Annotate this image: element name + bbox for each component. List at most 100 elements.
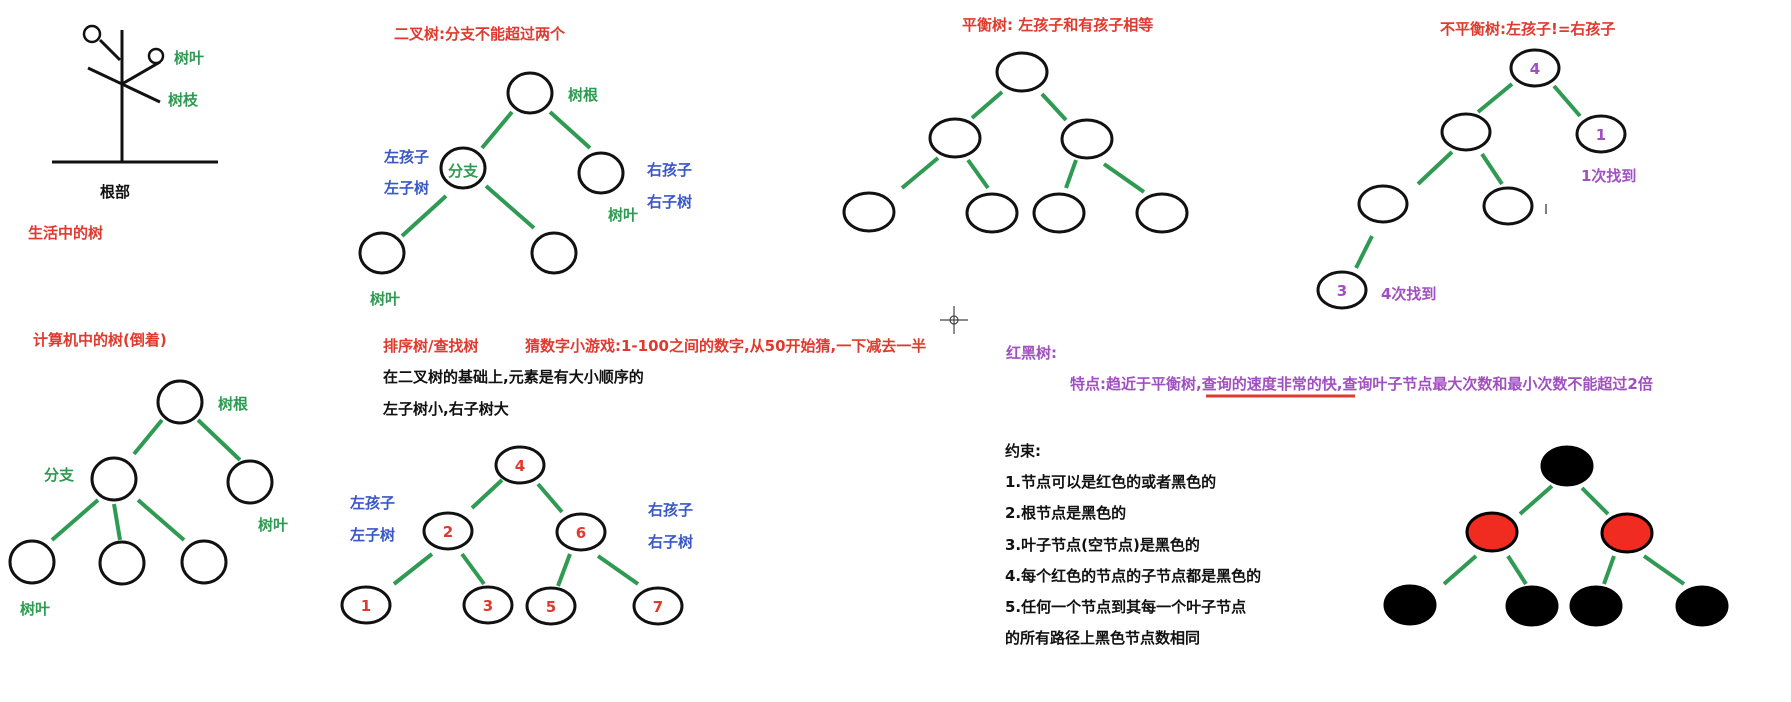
- binary-left-node: [439, 146, 487, 190]
- balanced-leaf-node: [1135, 192, 1189, 234]
- crosshair-cursor-icon: [940, 306, 968, 334]
- balanced-tree-title: 平衡树: 左孩子和有孩子相等: [962, 16, 1153, 34]
- binary-leaf-node: [530, 231, 578, 275]
- rb-black-leaf-node: [1569, 585, 1623, 627]
- unbalanced-edge: [1416, 150, 1454, 186]
- unbalanced-edge: [1552, 84, 1582, 118]
- balanced-edge: [970, 90, 1004, 120]
- sorted-right-subtree-label: 右子树: [648, 533, 693, 551]
- balanced-leaf-node: [1032, 192, 1086, 234]
- unbalanced-leaf-value: 3: [1337, 282, 1347, 300]
- life-tree-leaf-left: [82, 24, 102, 44]
- balanced-node: [1060, 118, 1114, 160]
- balanced-edge: [1064, 159, 1078, 189]
- binary-left-subtree-label: 左子树: [383, 179, 429, 197]
- unbalanced-node: [1482, 186, 1534, 226]
- binary-root-node: [506, 71, 554, 115]
- sorted-tree: 排序树/查找树 猜数字小游戏:1-100之间的数字,从50开始猜,一下减去一半 …: [340, 337, 926, 626]
- binary-right-subtree-label: 右子树: [647, 193, 692, 211]
- sorted-node-value: 3: [483, 597, 493, 615]
- balanced-edge: [966, 158, 990, 190]
- binary-leaf-right-label: 树叶: [608, 206, 638, 224]
- computer-tree: 计算机中的树(倒着) 树根 分支 树叶 树叶: [8, 331, 288, 618]
- unbalanced-deep-leaf-node: [1316, 270, 1368, 310]
- sorted-tree-title: 排序树/查找树: [383, 337, 478, 355]
- sorted-node: [555, 512, 607, 552]
- balanced-edge: [1040, 92, 1068, 122]
- feature-highlight: 查询的速度非常的快: [1202, 375, 1338, 393]
- binary-left-child-label: 左孩子: [383, 148, 429, 166]
- binary-leaf-left-label: 树叶: [370, 290, 400, 308]
- balanced-leaf-node: [842, 191, 896, 233]
- red-black-feature-line: 特点:趋近于平衡树,查询的速度非常的快,查询叶子节点最大次数和最小次数不能超过2…: [1070, 375, 1653, 393]
- sorted-node-value: 2: [443, 523, 453, 541]
- constraint-rule: 3.叶子节点(空节点)是黑色的: [1005, 536, 1200, 554]
- computer-edge: [50, 498, 100, 542]
- red-black-tree: 红黑树: 特点:趋近于平衡树,查询的速度非常的快,查询叶子节点最大次数和最小次数…: [1005, 344, 1729, 647]
- sorted-left-child-label: 左孩子: [349, 494, 395, 512]
- binary-edge: [484, 184, 536, 230]
- unbalanced-edge: [1480, 152, 1504, 186]
- binary-branch-label: 分支: [448, 162, 479, 180]
- unbalanced-edge: [1476, 82, 1514, 114]
- constraints-title: 约束:: [1005, 442, 1041, 460]
- binary-right-child-label: 右孩子: [647, 161, 692, 179]
- balanced-node: [928, 117, 982, 159]
- sorted-edge: [392, 552, 434, 586]
- rb-edge: [1602, 555, 1616, 585]
- rb-red-node: [1465, 511, 1519, 553]
- unbalanced-root-value: 4: [1530, 60, 1540, 78]
- rb-root-black-node: [1540, 445, 1594, 487]
- sorted-left-subtree-label: 左子树: [349, 526, 395, 544]
- feature-suffix: ,查询叶子节点最大次数和最小次数不能超过2倍: [1337, 375, 1653, 393]
- life-tree-twig: [121, 60, 161, 86]
- computer-leaf-node: [180, 539, 228, 585]
- life-tree: 树叶 树枝 根部 生活中的树: [28, 24, 218, 242]
- computer-edge: [196, 418, 242, 462]
- rb-edge: [1642, 554, 1686, 586]
- life-tree-leaf-stem-left: [98, 38, 122, 62]
- sorted-edge: [470, 478, 504, 510]
- constraint-rule: 的所有路径上黑色节点数相同: [1005, 629, 1200, 647]
- computer-right-node: [226, 459, 274, 505]
- unbalanced-right-value: 1: [1596, 126, 1606, 144]
- rb-black-leaf-node: [1383, 584, 1437, 626]
- constraint-rule: 5.任何一个节点到其每一个叶子节点: [1005, 598, 1246, 616]
- balanced-edge: [1102, 162, 1146, 194]
- computer-branch-node: [90, 456, 138, 502]
- unbalanced-node: [1440, 112, 1492, 152]
- unbalanced-tree-title: 不平衡树:左孩子!=右孩子: [1440, 20, 1615, 38]
- unbalanced-leaf-note: 4次找到: [1381, 285, 1436, 303]
- sorted-edge: [596, 554, 640, 586]
- sorted-desc-line2: 左子树小,右子树大: [382, 400, 509, 418]
- rb-black-leaf-node: [1505, 585, 1559, 627]
- binary-edge: [548, 110, 592, 150]
- rb-black-leaf-node: [1675, 585, 1729, 627]
- computer-root-node: [156, 379, 204, 425]
- computer-leaf-node: [8, 539, 56, 585]
- binary-root-label: 树根: [568, 86, 598, 104]
- unbalanced-tree: 不平衡树:左孩子!=右孩子 4 1 3 1次找到 4次找到: [1316, 20, 1636, 310]
- balanced-tree: 平衡树: 左孩子和有孩子相等: [842, 16, 1189, 234]
- rb-red-node: [1600, 512, 1654, 554]
- sorted-leaf-node: [632, 586, 684, 626]
- rb-edge: [1518, 484, 1554, 516]
- unbalanced-edge: [1354, 235, 1374, 269]
- feature-prefix: 特点:趋近于平衡树,: [1070, 375, 1202, 393]
- sorted-leaf-node: [340, 585, 392, 625]
- sorted-leaf-node: [525, 586, 577, 626]
- life-root-label: 根部: [100, 183, 130, 201]
- binary-edge: [400, 194, 448, 238]
- binary-tree-title: 二叉树:分支不能超过两个: [394, 25, 566, 43]
- life-tree-leaf-right: [147, 47, 165, 65]
- rb-edge: [1506, 554, 1528, 586]
- binary-right-node: [577, 151, 625, 195]
- constraint-rule: 4.每个红色的节点的子节点都是黑色的: [1005, 567, 1261, 585]
- constraint-rule: 1.节点可以是红色的或者黑色的: [1005, 473, 1216, 491]
- unbalanced-root-node: [1509, 48, 1561, 88]
- computer-edge: [112, 503, 122, 541]
- life-tree-caption: 生活中的树: [28, 224, 103, 242]
- sorted-edge: [536, 482, 564, 514]
- computer-leaf-left-label: 树叶: [20, 600, 50, 618]
- sorted-node: [422, 511, 474, 551]
